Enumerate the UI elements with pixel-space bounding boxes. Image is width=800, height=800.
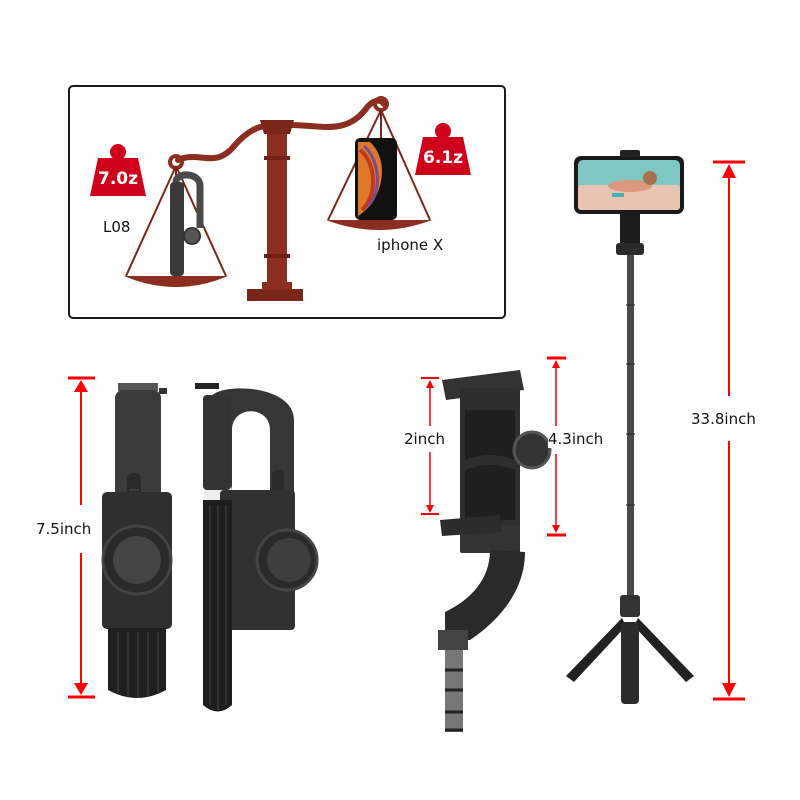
l08-name-label: L08 — [103, 218, 131, 236]
clamp-min-label: 2inch — [404, 430, 445, 448]
dimension-arrow-folded-height — [68, 376, 95, 699]
l08-gimbal-thumbnail — [170, 171, 204, 276]
gimbal-side-view — [195, 383, 319, 712]
gimbal-front-view — [101, 383, 173, 698]
iphone-weight-label: 6.1z — [422, 148, 463, 168]
phone-clamp-view — [438, 370, 552, 732]
clamp-max-label: 4.3inch — [548, 430, 604, 448]
iphone-name-label: iphone X — [377, 236, 444, 254]
extended-selfie-stick-tripod — [566, 150, 694, 704]
weight-badge-left-icon — [90, 144, 146, 196]
l08-weight-label: 7.0z — [97, 169, 138, 189]
extended-height-label: 33.8inch — [691, 410, 756, 428]
weight-badge-right-icon — [415, 123, 471, 175]
dimension-arrow-clamp-max — [547, 356, 566, 537]
iphone-x-thumbnail — [355, 138, 397, 220]
folded-height-label: 7.5inch — [36, 520, 92, 538]
dimension-arrow-clamp-min — [421, 377, 439, 515]
balance-scale-icon — [124, 96, 432, 301]
dimension-arrow-extended-height — [713, 160, 745, 701]
